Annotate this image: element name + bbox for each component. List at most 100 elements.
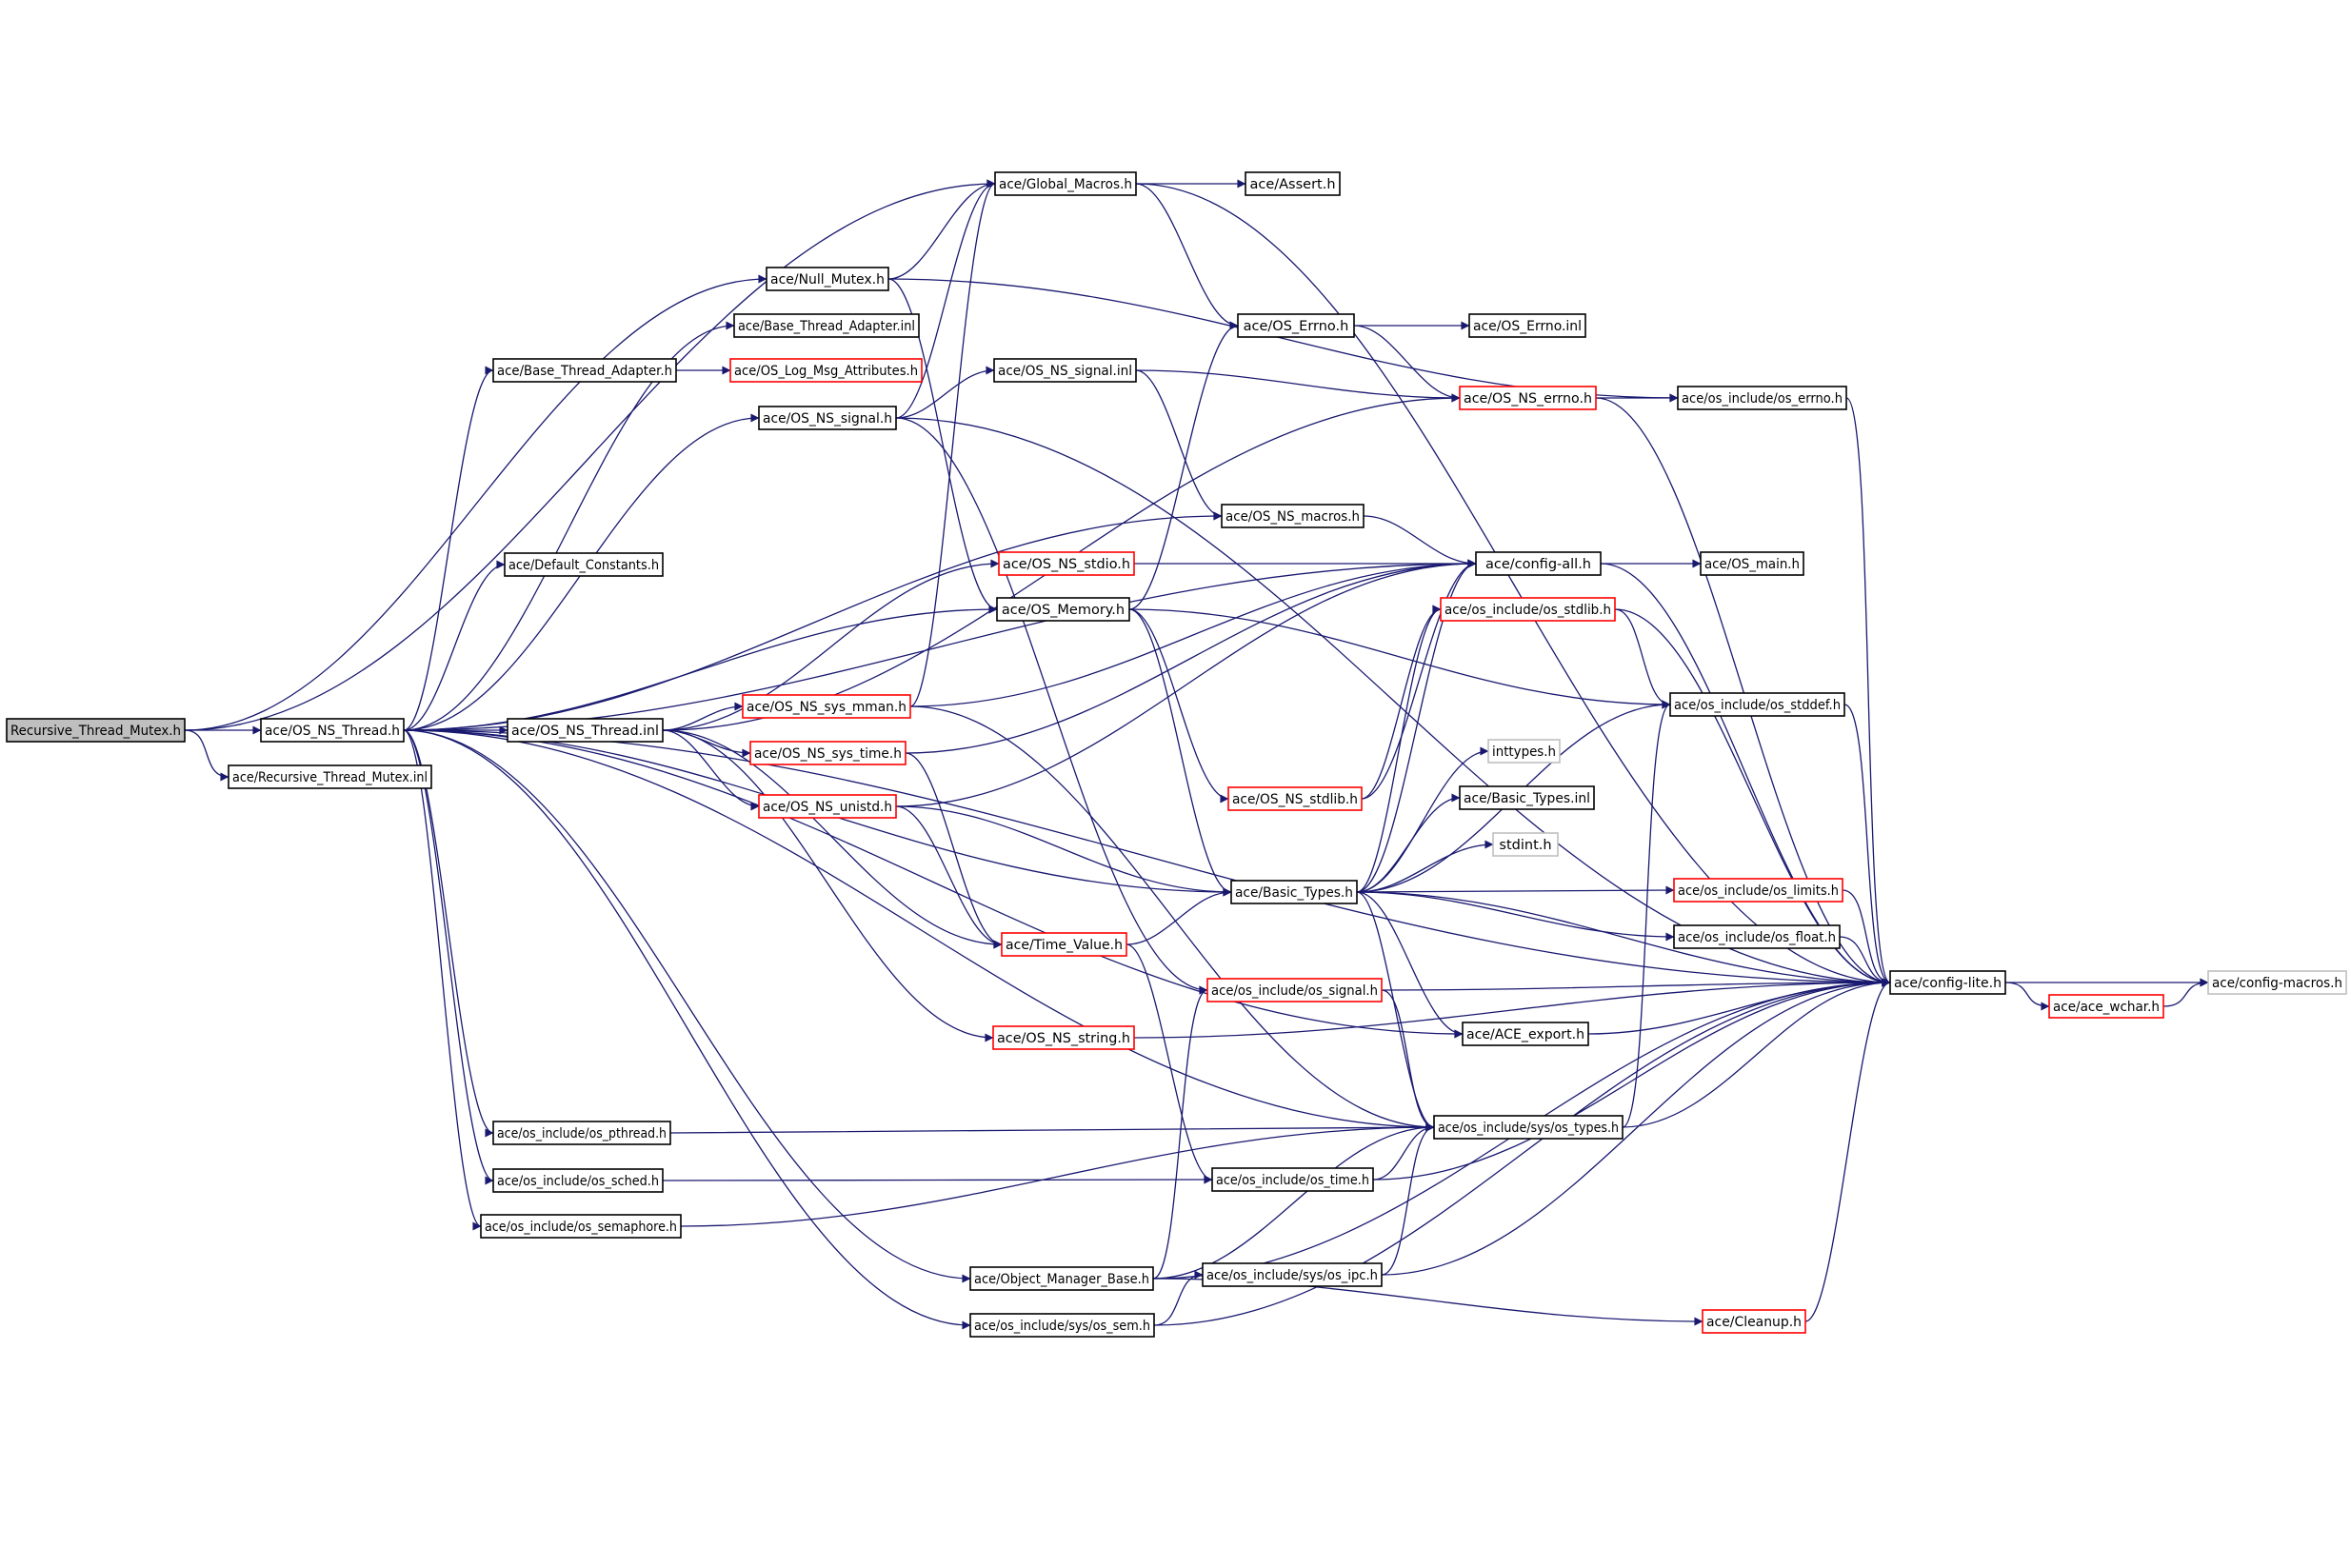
node-box [1230, 880, 1358, 904]
header-file-node[interactable]: ace/OS_NS_sys_mman.h [742, 694, 911, 719]
header-file-node[interactable]: ace/os_include/sys/os_sem.h [969, 1313, 1155, 1338]
header-file-node[interactable]: ace/os_include/os_sched.h [492, 1168, 664, 1193]
header-file-node[interactable]: ace/config-macros.h [2207, 970, 2347, 995]
include-edge [403, 729, 1464, 1039]
header-file-node[interactable]: ace/Cleanup.h [1702, 1309, 1806, 1334]
header-file-node[interactable]: ace/OS_NS_errno.h [1459, 386, 1597, 410]
node-label: ace/OS_NS_stdio.h [1003, 557, 1130, 572]
include-edge [1126, 887, 1232, 945]
node-box [1669, 692, 1845, 717]
node-label: ace/Assert.h [1249, 177, 1335, 192]
header-file-node[interactable]: ace/OS_NS_sys_time.h [749, 741, 907, 765]
header-file-node[interactable]: ace/config-all.h [1475, 551, 1602, 576]
node-label: ace/OS_Memory.h [1002, 603, 1125, 618]
header-file-node[interactable]: ace/OS_Memory.h [996, 597, 1130, 622]
header-file-node[interactable]: ace/OS_NS_Thread.inl [507, 718, 664, 743]
include-edge [895, 417, 1208, 995]
header-file-node[interactable]: ace/OS_main.h [1700, 551, 1804, 576]
header-file-node[interactable]: ace/os_include/os_time.h [1211, 1167, 1374, 1192]
header-file-node[interactable]: ace/OS_NS_signal.h [758, 406, 897, 430]
header-file-node[interactable]: ace/OS_NS_stdio.h [998, 551, 1135, 576]
header-file-node[interactable]: ace/os_include/os_float.h [1673, 924, 1841, 949]
header-file-node[interactable]: ace/config-lite.h [1889, 970, 2006, 995]
node-label: ace/Base_Thread_Adapter.inl [738, 319, 915, 334]
node-label: ace/OS_Log_Msg_Attributes.h [734, 364, 918, 379]
include-edge [1153, 978, 1891, 1326]
node-label: ace/Default_Constants.h [508, 558, 659, 573]
node-box [1700, 551, 1804, 576]
header-file-node[interactable]: stdint.h [1492, 832, 1559, 857]
root-file-node: Recursive_Thread_Mutex.h [6, 718, 186, 743]
header-file-node[interactable]: ace/os_include/os_signal.h [1206, 978, 1383, 1002]
include-edge [1361, 559, 1477, 800]
include-edge [1126, 943, 1213, 1184]
include-edge [1614, 608, 1891, 987]
include-edge [895, 805, 1003, 949]
header-file-node[interactable]: ace/ACE_export.h [1462, 1022, 1589, 1046]
header-file-node[interactable]: ace/OS_NS_Thread.h [260, 718, 405, 743]
node-box [260, 718, 405, 743]
node-label: ace/Recursive_Thread_Mutex.inl [232, 770, 428, 785]
node-box [1245, 171, 1341, 196]
header-file-node[interactable]: ace/OS_Errno.inl [1468, 313, 1586, 338]
include-edge [403, 729, 482, 1231]
include-edge [1372, 978, 1891, 1181]
header-file-node[interactable]: ace/os_include/sys/os_ipc.h [1202, 1262, 1383, 1287]
header-file-node[interactable]: ace/OS_NS_stdlib.h [1227, 786, 1363, 811]
header-file-node[interactable]: ace/Base_Thread_Adapter.h [492, 358, 677, 383]
node-label: ace/config-macros.h [2212, 976, 2342, 991]
header-file-node[interactable]: ace/Basic_Types.inl [1459, 785, 1595, 810]
node-label: ace/os_include/os_float.h [1678, 930, 1836, 945]
node-label: ace/OS_NS_string.h [997, 1031, 1130, 1046]
include-edge [1595, 397, 1891, 987]
header-file-node[interactable]: ace/os_include/os_stdlib.h [1440, 597, 1616, 622]
header-file-node[interactable]: ace/Default_Constants.h [504, 552, 664, 577]
header-file-node[interactable]: ace/Time_Value.h [1001, 932, 1127, 957]
include-edge [1135, 369, 1223, 521]
include-edge [1356, 891, 1891, 987]
include-edge [887, 179, 996, 280]
header-file-node[interactable]: ace/OS_NS_unistd.h [758, 794, 897, 819]
header-file-node[interactable]: ace/os_include/os_pthread.h [492, 1121, 671, 1145]
include-edge [403, 729, 494, 1185]
node-box [2207, 970, 2347, 995]
header-file-node[interactable]: ace/OS_NS_macros.h [1221, 504, 1365, 528]
header-file-node[interactable]: ace/Assert.h [1245, 171, 1341, 196]
header-file-node[interactable]: ace/ace_wchar.h [2048, 994, 2164, 1019]
include-edge [1128, 321, 1239, 610]
header-file-node[interactable]: ace/Base_Thread_Adapter.inl [733, 313, 920, 338]
node-box [1237, 313, 1355, 338]
header-file-node[interactable]: ace/OS_NS_string.h [992, 1025, 1135, 1050]
header-file-node[interactable]: ace/os_include/os_limits.h [1673, 878, 1843, 903]
include-edge [909, 559, 1477, 707]
include-edge [403, 605, 998, 731]
header-file-node[interactable]: ace/os_include/os_errno.h [1677, 386, 1847, 410]
header-file-node[interactable]: ace/OS_Errno.h [1237, 313, 1355, 338]
header-file-node[interactable]: ace/OS_Log_Msg_Attributes.h [729, 358, 923, 383]
node-label: ace/config-lite.h [1894, 976, 2002, 991]
header-file-node[interactable]: ace/os_include/os_stddef.h [1669, 692, 1845, 717]
include-edge [1153, 1270, 1204, 1326]
include-edge [1128, 608, 1232, 897]
include-edge [1128, 608, 1671, 709]
header-file-node[interactable]: ace/Global_Macros.h [994, 171, 1137, 196]
header-file-node[interactable]: ace/os_include/sys/os_types.h [1433, 1115, 1624, 1140]
header-file-node[interactable]: ace/Basic_Types.h [1230, 880, 1358, 904]
include-edge [403, 729, 494, 1138]
node-label: ace/os_include/os_sched.h [497, 1174, 659, 1189]
header-file-node[interactable]: ace/Recursive_Thread_Mutex.inl [228, 764, 432, 789]
node-box [1211, 1167, 1374, 1192]
include-edge [1381, 978, 1891, 991]
include-edge [403, 729, 971, 1330]
node-label: ace/os_include/os_pthread.h [497, 1126, 667, 1141]
header-file-node[interactable]: inttypes.h [1487, 739, 1561, 764]
node-box [1433, 1115, 1624, 1140]
include-edge [1356, 891, 1464, 1039]
node-label: ace/os_include/os_limits.h [1678, 883, 1839, 899]
header-file-node[interactable]: ace/os_include/os_semaphore.h [480, 1214, 682, 1239]
header-file-node[interactable]: ace/Object_Manager_Base.h [969, 1266, 1154, 1291]
header-file-node[interactable]: ace/OS_NS_signal.inl [993, 358, 1137, 383]
node-box [766, 267, 889, 291]
header-file-node[interactable]: ace/Null_Mutex.h [766, 267, 889, 291]
